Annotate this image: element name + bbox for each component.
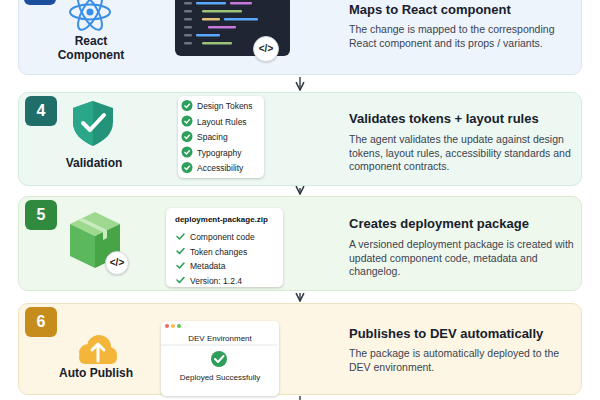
step-title: Validates tokens + layout rules	[349, 111, 581, 126]
continuation-arrow	[299, 396, 300, 400]
step-number: 5	[25, 200, 57, 230]
icon-label: React Component	[46, 34, 136, 62]
package-card: deployment-package.zipComponent codeToke…	[166, 208, 283, 287]
checklist-item: Accessibility	[197, 163, 263, 174]
flow-arrow	[299, 293, 300, 301]
step-title: Creates deployment package	[349, 216, 581, 231]
step-description: The package is automatically deployed to…	[349, 347, 581, 374]
package-item: Metadata	[190, 261, 280, 272]
package-filename: deployment-package.zip	[175, 214, 281, 225]
package-item: Component code	[190, 232, 280, 243]
flow-arrow	[299, 77, 300, 90]
checklist-item: Typography	[197, 148, 263, 159]
step-number-badge: 4	[25, 96, 57, 126]
environment-window: DEV EnvironmentDeployed Successfully	[161, 321, 279, 396]
step-number-badge: 5	[25, 200, 57, 230]
step-description: The agent validates the update against d…	[349, 133, 581, 174]
code-symbol: </>	[106, 252, 128, 274]
step-description: A versioned deployment package is create…	[349, 238, 581, 279]
checklist-item: Layout Rules	[197, 117, 263, 128]
checklist-item: Spacing	[197, 132, 263, 143]
step-title: Maps to React component	[349, 2, 581, 17]
code-badge: </>	[253, 36, 279, 62]
code-symbol: </>	[254, 37, 278, 61]
window-title: DEV Environment	[161, 333, 279, 344]
icon-label: Validation	[54, 156, 134, 170]
package-item: Token changes	[190, 247, 280, 258]
step-card: Validation Validates tokens + layout rule…	[18, 92, 582, 186]
package-item: Version: 1.2.4	[190, 276, 280, 287]
step-description: The change is mapped to the correspondin…	[349, 23, 581, 50]
status-text: Deployed Successfully	[161, 372, 279, 383]
step-number: 4	[25, 96, 57, 126]
step-number: 6	[25, 307, 57, 337]
icon-label: Auto Publish	[56, 366, 136, 380]
step-card: Auto Publish Publishes to DEV automatical…	[18, 303, 582, 395]
checklist-card: Design TokensLayout RulesSpacingTypograp…	[178, 96, 264, 178]
step-number-badge: 6	[25, 307, 57, 337]
step-card: React Component Maps to React componentTh…	[18, 0, 582, 75]
step-title: Publishes to DEV automatically	[349, 326, 581, 341]
code-badge: </>	[105, 251, 129, 275]
checklist-item: Design Tokens	[197, 101, 263, 112]
step-card: Creates deployment package A versioned de…	[18, 196, 582, 291]
flow-arrow	[299, 188, 300, 194]
